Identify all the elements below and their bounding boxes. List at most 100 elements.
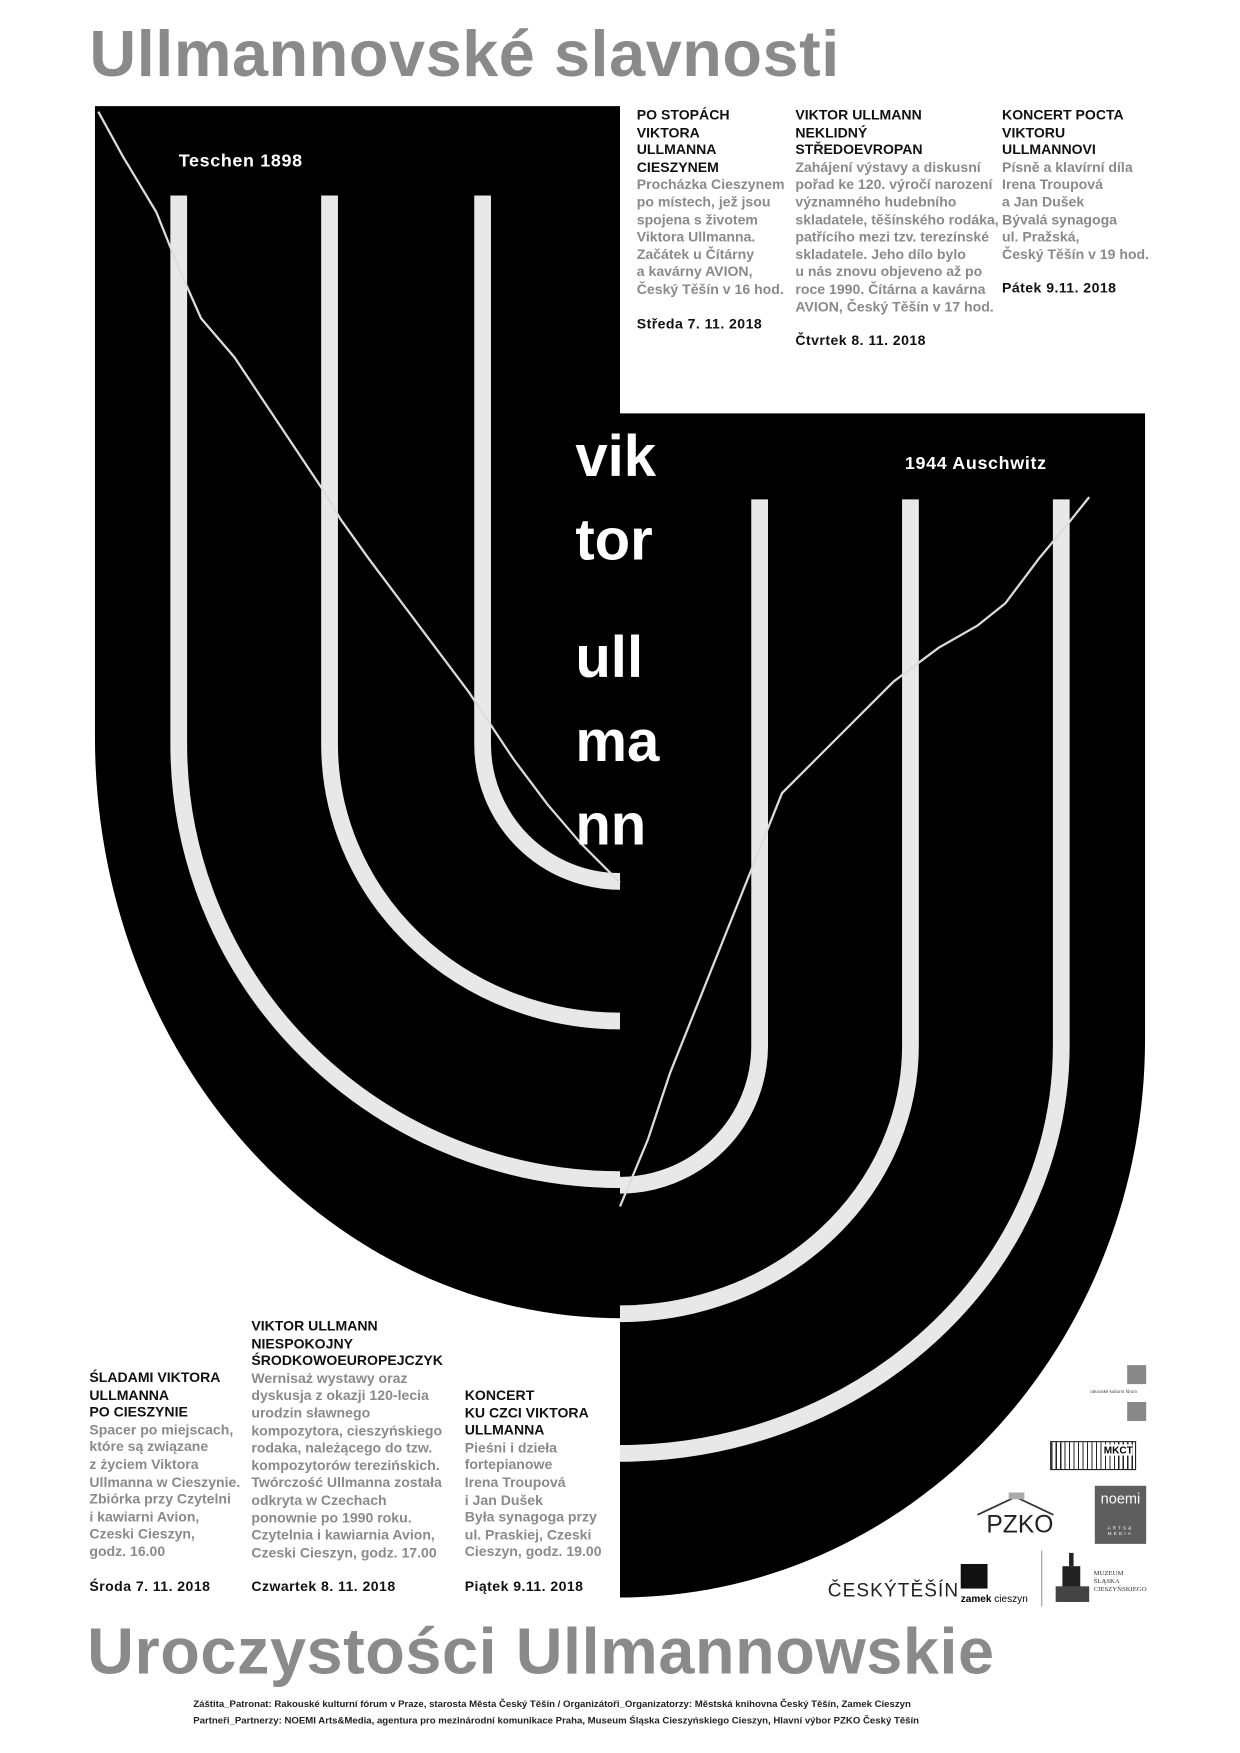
cesky-tesin-logo: ČESKÝTĚŠÍN (827, 1579, 960, 1601)
event-body: AVION, Český Těšín v 17 hod. (795, 298, 994, 315)
event-body: Irena Troupová (464, 1474, 566, 1491)
event-body: Cieszyn, godz. 19.00 (464, 1544, 602, 1560)
event-body: Wernisaż wystawy oraz (251, 1370, 408, 1387)
event-pl-1: ŚLADAMI VIKTORA ULLMANNA PO CIESZYNIE Sp… (89, 1370, 240, 1596)
event-heading: ULLMANNA (464, 1422, 545, 1438)
black-shape-right (620, 413, 1146, 1598)
zamek-cieszyn-logo: zamek cieszyn (960, 1563, 1028, 1604)
event-body: Zahájení výstavy a diskusní (795, 159, 981, 176)
event-heading: PO STOPÁCH (636, 107, 730, 123)
event-body: ul. Pražská, (1002, 229, 1080, 245)
event-body: Procházka Cieszynem (636, 176, 785, 193)
mkct-logo: MKCT (1050, 1441, 1137, 1471)
event-body: odkryta w Czechach (251, 1492, 387, 1509)
event-heading: KONCERT POCTA (1002, 107, 1124, 123)
event-heading: KU CZCI VIKTORA (464, 1404, 589, 1421)
event-body: Bývalá synagoga (1002, 211, 1118, 228)
event-body: urodzin sławnego (251, 1405, 371, 1421)
event-body: i Jan Dušek (464, 1491, 543, 1508)
event-body: Viktora Ullmanna. (636, 229, 756, 245)
event-body: Czytelnia i kawiarnia Avion, (251, 1527, 435, 1543)
event-body: rodaka, należącego do tzw. (251, 1440, 433, 1456)
event-date: Środa 7. 11. 2018 (89, 1577, 211, 1594)
event-cz-1: PO STOPÁCH VIKTORA ULLMANNA CIESZYNEM Pr… (637, 107, 785, 333)
event-pl-2: VIKTOR ULLMANN NIESPOKOJNY ŚRODKOWOEUROP… (251, 1318, 443, 1596)
event-date: Piątek 9.11. 2018 (464, 1578, 584, 1595)
event-body: które są związane (89, 1439, 209, 1455)
logo-divider (1041, 1550, 1043, 1607)
footer-patronage: Záštita_Patronat: Rakouské kulturní fóru… (193, 1698, 911, 1710)
middle-u-line (620, 499, 919, 1323)
event-body: skladatele. Jeho dílo bylo (795, 246, 966, 263)
event-cz-2: VIKTOR ULLMANN NEKLIDNÝ STŘEDOEVROPAN Za… (795, 107, 998, 350)
footer-partners: Partneři_Partnerzy: NOEMI Arts&Media, ag… (193, 1714, 920, 1726)
event-body: Spacer po miejscach, (89, 1421, 234, 1438)
tear-crack-right (618, 496, 1091, 1207)
event-pl-3: KONCERT KU CZCI VIKTORA ULLMANNA Pieśni … (465, 1387, 602, 1595)
event-body: Český Těšín v 19 hod. (1002, 246, 1150, 263)
poster-title-czech: Ullmannovské slavnosti (89, 17, 840, 91)
event-body: Začátek u Čítárny (636, 246, 755, 263)
event-body: Była synagoga przy (464, 1509, 597, 1526)
event-body: Pieśni i dzieła (464, 1439, 557, 1456)
tear-crack-left (97, 111, 621, 884)
event-body: godz. 16.00 (89, 1543, 166, 1560)
inner-u-line (620, 499, 769, 1194)
event-body: fortepianowe (464, 1457, 553, 1473)
event-date: Czwartek 8. 11. 2018 (251, 1578, 396, 1595)
event-body: Zbiórka przy Czytelni (89, 1491, 231, 1508)
middle-u-line (321, 195, 621, 1030)
event-body: z życiem Viktora (89, 1456, 199, 1473)
event-body: Ullmanna w Cieszynie. (89, 1474, 241, 1490)
event-body: významného hudebního (795, 194, 957, 210)
event-heading: VIKTOR ULLMANN (251, 1318, 378, 1334)
label-1944-auschwitz: 1944 Auschwitz (904, 454, 1047, 474)
event-body: kompozytorów terezińskich. (251, 1457, 440, 1474)
noemi-logo: noemi ARTS& MEDIA (1094, 1485, 1147, 1544)
event-body: a Jan Dušek (1002, 194, 1085, 210)
event-heading: ULLMANNOVI (1002, 142, 1096, 158)
event-heading: VIKTORU (1002, 124, 1066, 141)
event-heading: NIESPOKOJNY (251, 1335, 353, 1352)
event-heading: ŚRODKOWOEUROPEJCZYK (251, 1353, 443, 1369)
event-date: Středa 7. 11. 2018 (636, 315, 763, 332)
rakouske-kulturni-forum-logo: rakouské kulturní fórum (1090, 1365, 1149, 1423)
event-heading: ULLMANNA (89, 1387, 170, 1403)
inner-u-line (474, 195, 621, 890)
event-date: Pátek 9.11. 2018 (1002, 280, 1117, 297)
event-body: dyskusja z okazji 120-lecia (251, 1387, 429, 1404)
label-teschen-1898: Teschen 1898 (178, 151, 303, 171)
event-date: Čtvrtek 8. 11. 2018 (795, 333, 926, 349)
pzko-logo: PZKO (975, 1492, 1055, 1541)
event-body: i kawiarni Avion, (89, 1508, 200, 1525)
white-lines-right (620, 499, 1070, 1462)
pzko-house-icon (977, 1492, 1054, 1516)
event-body: ponownie po 1990 roku. (251, 1509, 412, 1526)
event-heading: PO CIESZYNIE (89, 1404, 188, 1421)
event-body: u nás znovu objeveno až po (795, 264, 983, 280)
event-body: ul. Praskiej, Czeski (464, 1526, 592, 1543)
event-heading: NEKLIDNÝ (795, 124, 868, 141)
event-body: Irena Troupová (1002, 176, 1103, 193)
castle-tower-icon (1055, 1552, 1090, 1602)
event-body: kompozytora, cieszyńskiego (251, 1422, 443, 1439)
event-body: spojena s životem (636, 211, 758, 228)
outer-u-line (620, 499, 1070, 1462)
name-line: ma (575, 709, 660, 775)
event-heading: VIKTOR ULLMANN (795, 107, 922, 123)
event-body: Písně a klavírní díla (1002, 159, 1133, 176)
event-body: Český Těšín v 16 hod. (636, 281, 784, 298)
event-heading: KONCERT (464, 1387, 535, 1404)
event-heading: STŘEDOEVROPAN (795, 142, 923, 158)
name-line: nn (575, 793, 647, 858)
event-body: a kavárny AVION, (636, 264, 753, 280)
event-body: Twórczość Ullmanna została (251, 1474, 442, 1491)
white-lines-left (170, 195, 621, 1189)
event-body: roce 1990. Čítárna a kavárna (795, 281, 986, 298)
event-heading: CIESZYNEM (636, 159, 719, 176)
event-body: patřícího mezi tzv. terezínské (795, 229, 990, 245)
event-heading: ŚLADAMI VIKTORA (89, 1369, 221, 1386)
event-heading: ULLMANNA (636, 142, 717, 158)
